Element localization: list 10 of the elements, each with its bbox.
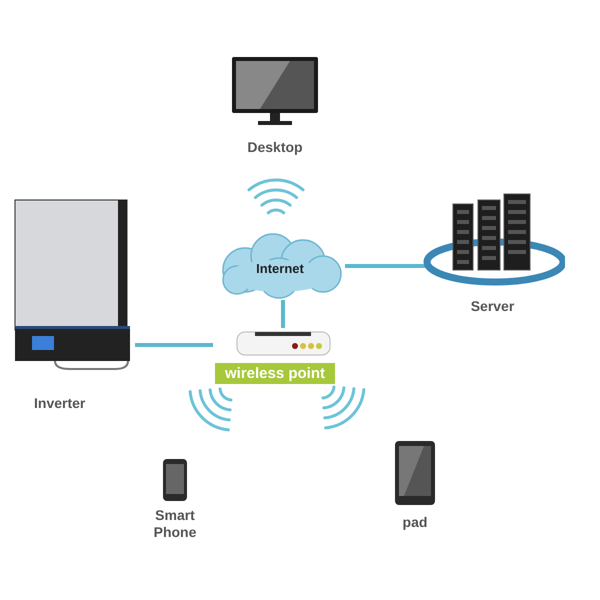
connection-line (345, 264, 426, 268)
label-band: wireless point (215, 363, 335, 384)
device-label: Server (470, 298, 516, 315)
connection-line (135, 343, 213, 347)
device-label: Smart Phone (152, 507, 198, 541)
cloud-label: Internet (255, 260, 305, 277)
device-label: Inverter (34, 395, 86, 412)
device-label: pad (402, 514, 428, 531)
device-label: Desktop (246, 139, 304, 156)
connection-line (281, 300, 285, 328)
